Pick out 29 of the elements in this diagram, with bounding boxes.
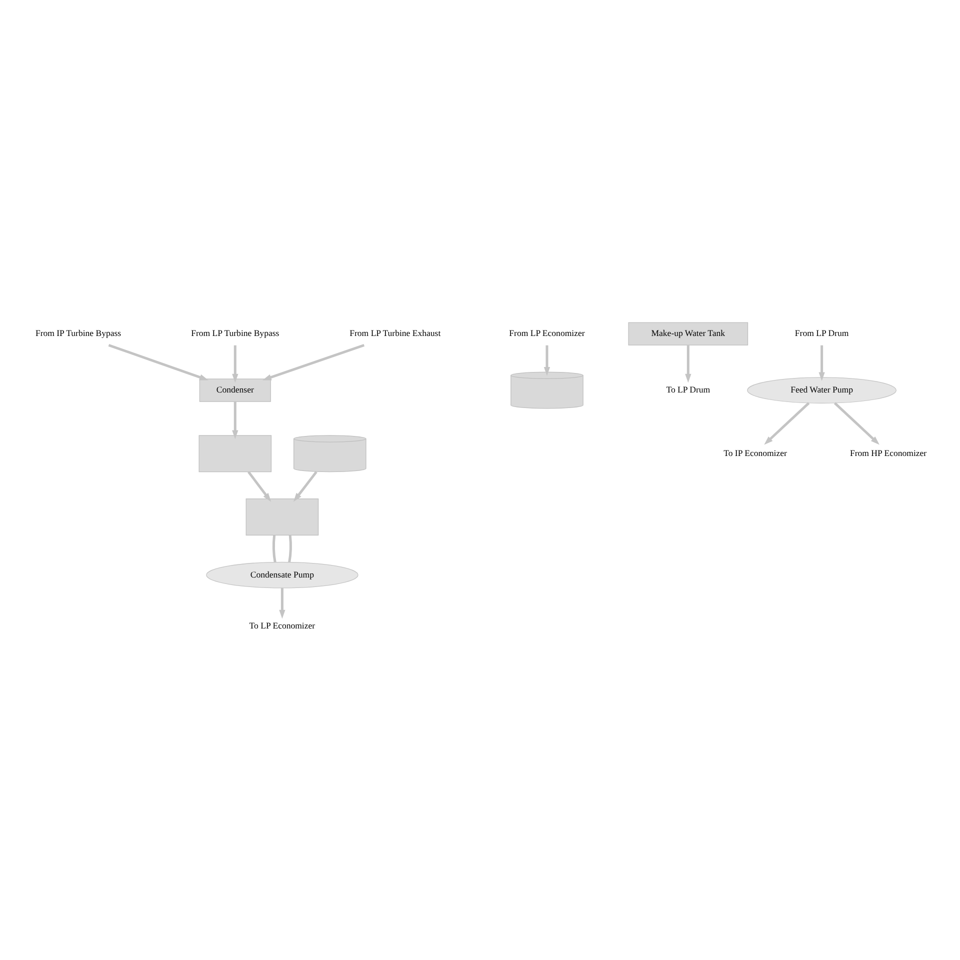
node-text: From LP Economizer (509, 328, 585, 338)
arrow (685, 345, 692, 383)
node-text: From HP Economizer (850, 448, 927, 458)
node-ellipse: Condensate Pump (206, 562, 358, 588)
node-text: From LP Turbine Exhaust (350, 328, 441, 338)
node-box (246, 498, 319, 536)
arrow (279, 588, 286, 619)
arrow (232, 345, 238, 383)
node-text: To LP Drum (666, 384, 710, 395)
arrow (262, 344, 364, 380)
node-box (198, 435, 272, 472)
arrow (818, 345, 825, 382)
arrow (248, 471, 272, 502)
node-text: To LP Economizer (249, 620, 316, 631)
arrow (834, 402, 880, 445)
node-text: From LP Turbine Bypass (191, 328, 280, 338)
arrow (108, 344, 208, 380)
arrow (232, 402, 238, 440)
node-text: To IP Economizer (724, 448, 787, 458)
connector (272, 535, 276, 562)
node-ellipse: Feed Water Pump (747, 377, 897, 404)
connector (288, 535, 292, 562)
node-box: Make-up Water Tank (628, 322, 748, 346)
node-box: Condenser (199, 378, 271, 402)
arrow (293, 471, 318, 502)
node-text: From LP Drum (794, 328, 849, 338)
node-text: From IP Turbine Bypass (35, 328, 122, 338)
arrow (764, 402, 810, 445)
arrow (544, 345, 550, 376)
